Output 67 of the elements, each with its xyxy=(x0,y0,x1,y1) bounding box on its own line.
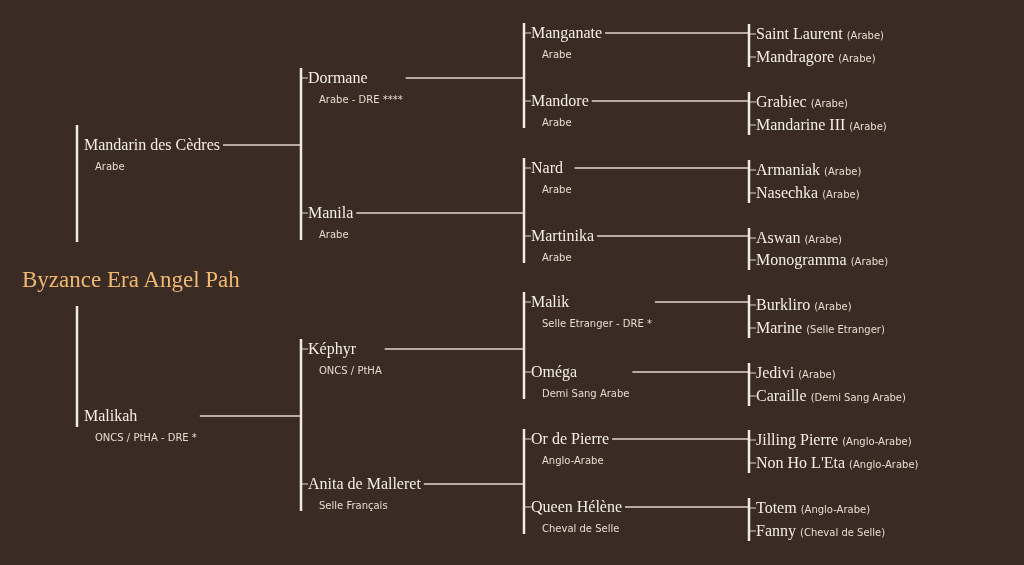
breed-text: ONCS / PtHA xyxy=(319,365,382,376)
breed-text: Arabe xyxy=(542,49,573,60)
breed-text: Arabe xyxy=(542,252,573,263)
breed-text: (Cheval de Selle) xyxy=(800,527,886,538)
horse-name: Anita de Malleret xyxy=(308,474,421,494)
breed-text: (Arabe) xyxy=(810,98,849,109)
breed-text: ONCS / PtHA - DRE * xyxy=(95,432,197,443)
horse-name: Jilling Pierre xyxy=(756,430,839,450)
horse-name: Burkliro xyxy=(756,295,811,315)
horse-name: Grabiec xyxy=(756,92,807,112)
breed-text: Anglo-Arabe xyxy=(542,455,605,466)
horse-name: Mandragore xyxy=(756,47,835,67)
horse-name: Totem xyxy=(756,498,797,518)
horse-name: Mandarin des Cèdres xyxy=(84,135,220,155)
breed-text: (Anglo-Arabe) xyxy=(849,459,919,470)
connector-line xyxy=(604,32,757,58)
horse-name: Oméga xyxy=(531,362,578,382)
breed-text: (Selle Etranger) xyxy=(806,324,885,335)
horse-name: Mandore xyxy=(531,91,589,111)
horse-name: Dormane xyxy=(308,68,368,88)
horse-name: Armaniak xyxy=(756,160,820,180)
breed-text: (Arabe) xyxy=(850,256,889,267)
breed-text: (Demi Sang Arabe) xyxy=(810,392,906,403)
breed-text: Arabe xyxy=(319,229,350,240)
horse-name: Jedivi xyxy=(756,363,795,383)
horse-name: Fanny xyxy=(756,521,796,541)
horse-name: Queen Hélène xyxy=(531,497,623,517)
breed-text: (Arabe) xyxy=(846,30,885,41)
horse-name: Marine xyxy=(756,318,803,338)
horse-name: Manganate xyxy=(531,23,603,43)
horse-name: Or de Pierre xyxy=(531,429,610,449)
breed-text: (Arabe) xyxy=(814,301,852,312)
breed-text: Demi Sang Arabe xyxy=(542,388,630,399)
breed-text: (Arabe) xyxy=(838,53,876,64)
horse-name: Non Ho L'Eta xyxy=(756,453,846,473)
horse-name: Képhyr xyxy=(308,339,356,359)
breed-text: Arabe - DRE **** xyxy=(319,94,403,105)
breed-text: (Arabe) xyxy=(804,234,842,245)
breed-text: (Arabe) xyxy=(849,121,887,132)
horse-name: Malik xyxy=(531,292,570,312)
horse-name: Monogramma xyxy=(756,250,847,270)
connector-line xyxy=(596,235,757,261)
connector-line xyxy=(384,348,532,373)
pedigree-title: Byzance Era Angel Pah xyxy=(22,267,240,293)
horse-name: Manila xyxy=(308,203,354,223)
breed-text: Cheval de Selle xyxy=(542,523,621,534)
breed-text: (Anglo-Arabe) xyxy=(800,504,871,515)
breed-text: Arabe xyxy=(542,117,573,128)
horse-name: Nard xyxy=(531,158,563,178)
breed-text: Selle Etranger - DRE * xyxy=(542,318,652,329)
horse-name: Malikah xyxy=(84,406,138,426)
breed-text: (Arabe) xyxy=(822,189,860,200)
connector-line xyxy=(355,212,532,237)
breed-text: Arabe xyxy=(542,184,572,195)
horse-name: Mandarine III xyxy=(756,115,846,135)
horse-name: Caraille xyxy=(756,386,807,406)
connector-line xyxy=(574,167,757,194)
breed-text: (Anglo-Arabe) xyxy=(842,436,912,447)
horse-name: Martinika xyxy=(531,226,595,246)
breed-text: Selle Français xyxy=(319,500,389,511)
breed-text: Arabe xyxy=(95,161,126,172)
breed-text: (Arabe) xyxy=(798,369,836,380)
horse-name: Nasechka xyxy=(756,183,819,203)
breed-text: (Arabe) xyxy=(824,166,862,177)
horse-name: Saint Laurent xyxy=(756,24,843,44)
connector-line xyxy=(591,100,757,126)
horse-name: Aswan xyxy=(756,228,801,248)
